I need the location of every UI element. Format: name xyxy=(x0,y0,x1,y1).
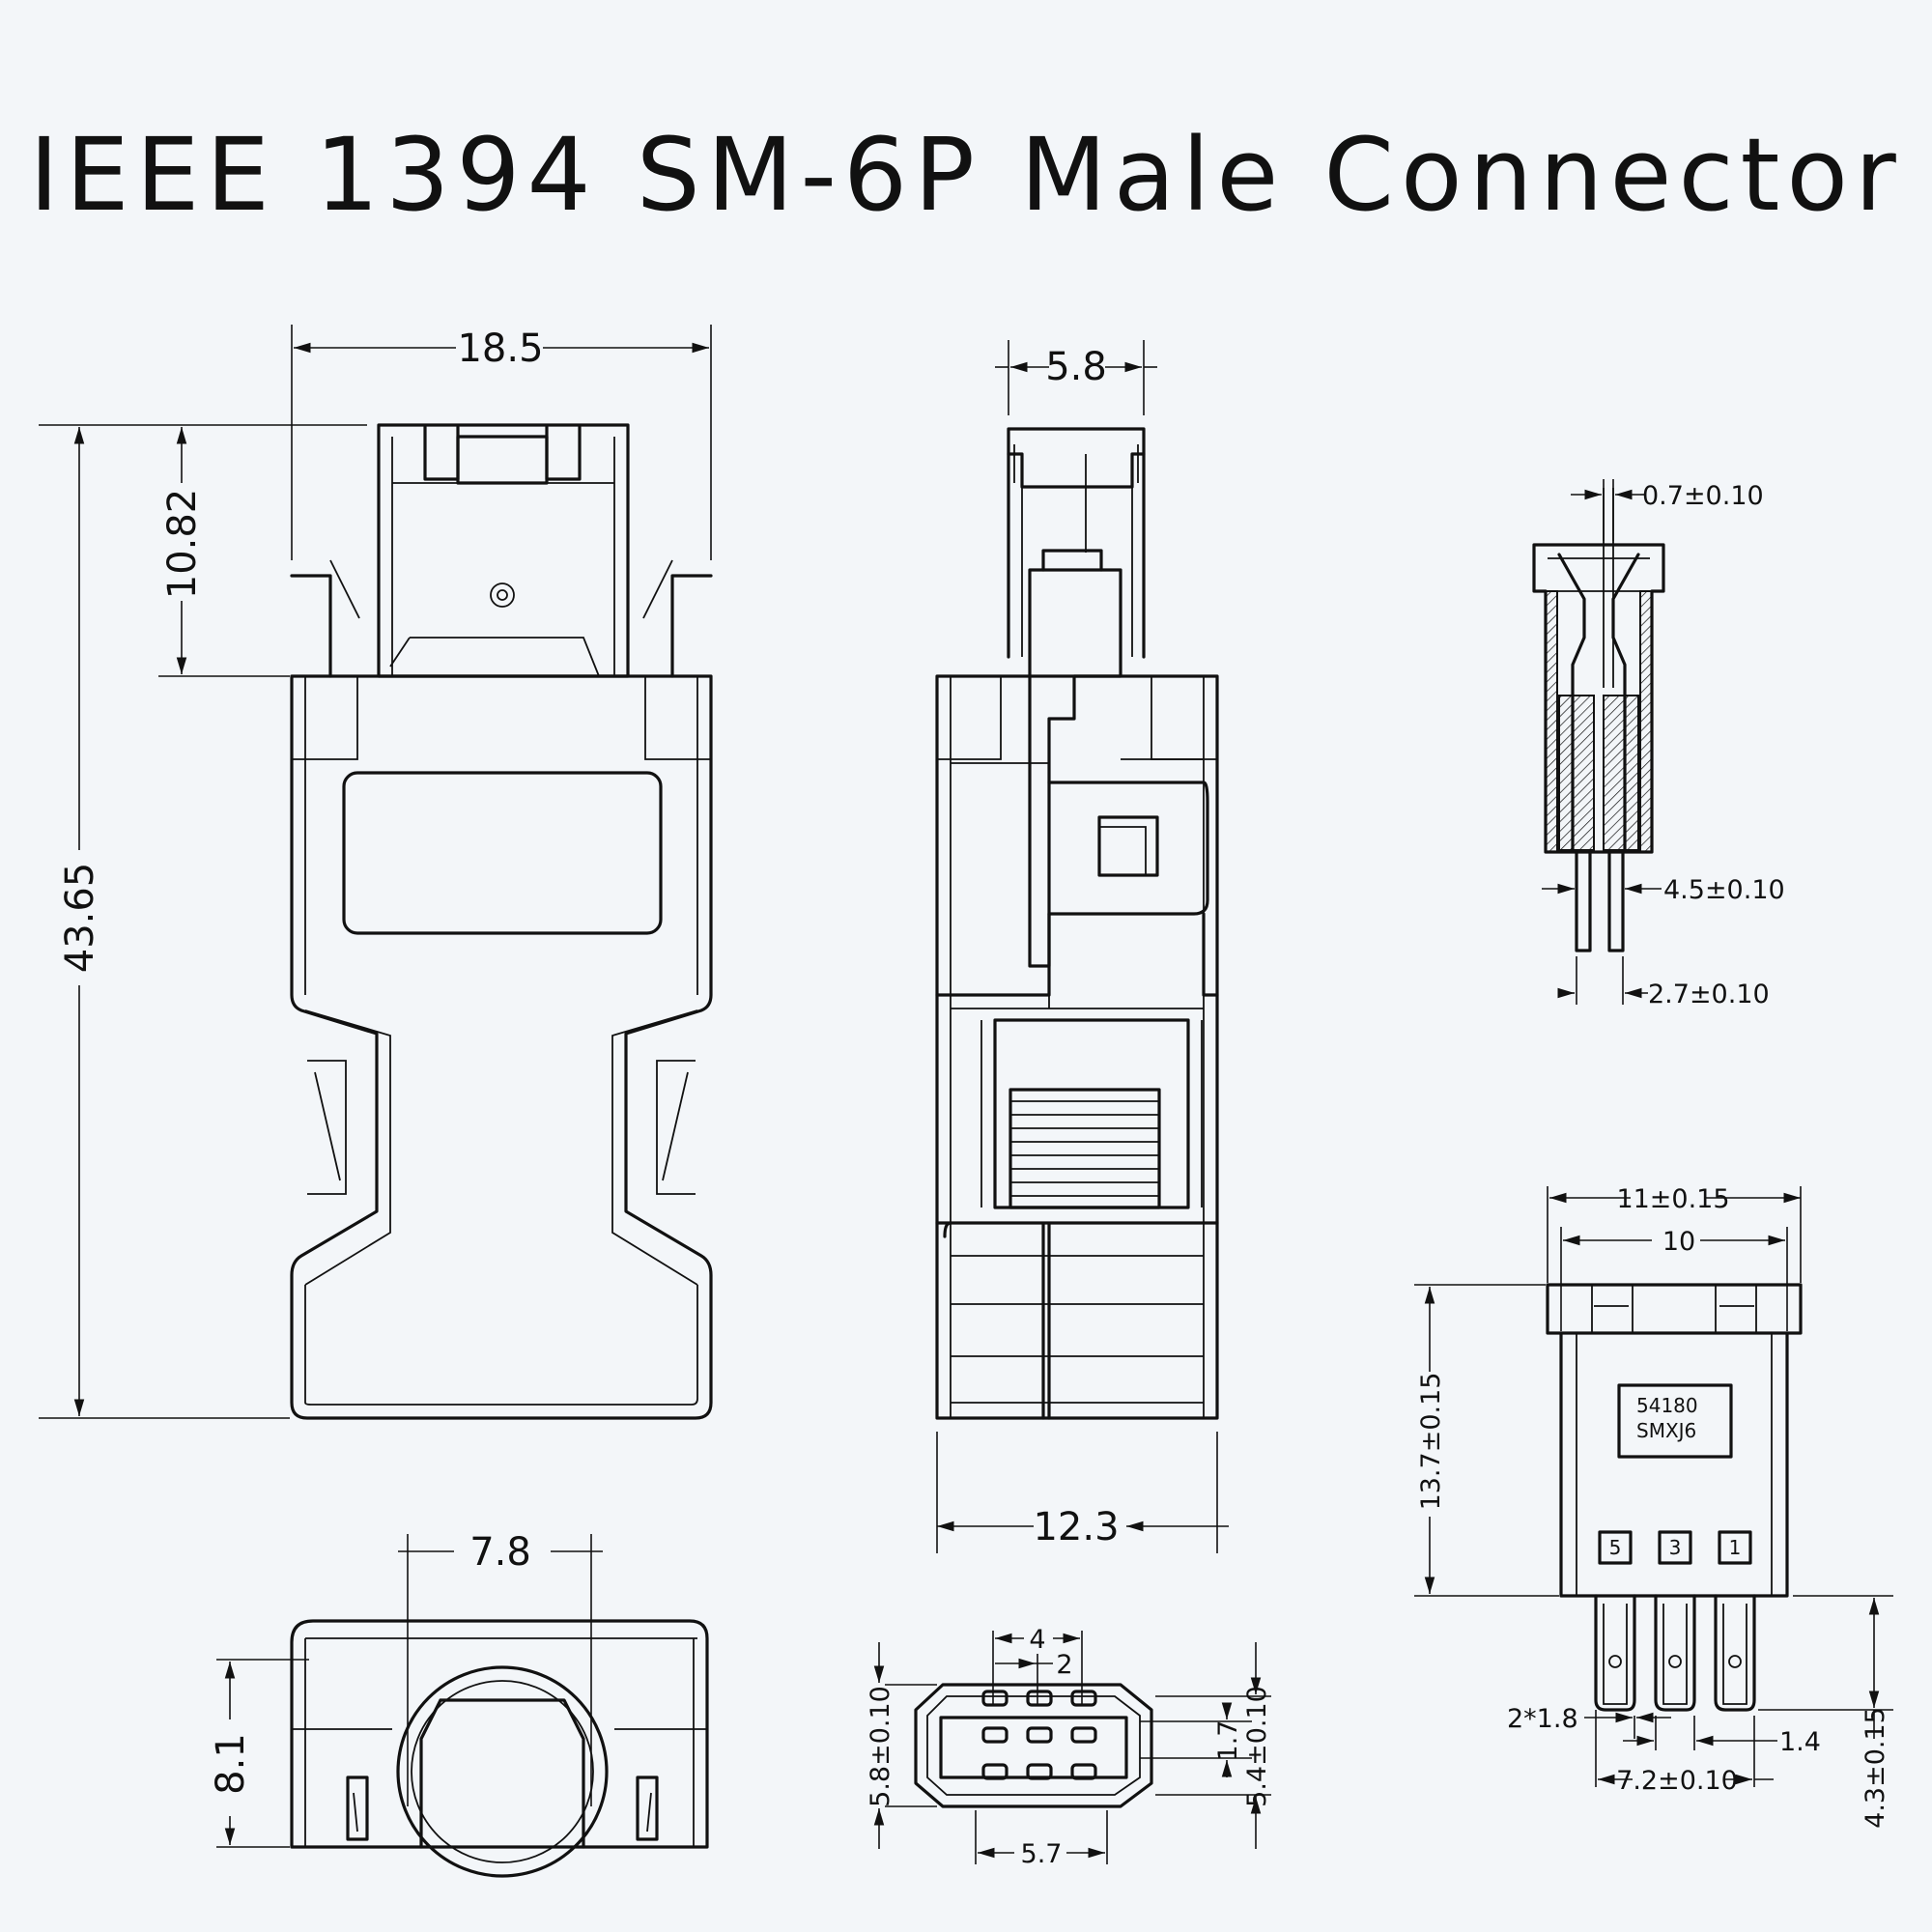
dim-pin-pitch-2: 2 xyxy=(1056,1650,1072,1680)
dim-pcb-height: 13.7±0.15 xyxy=(1416,1373,1446,1511)
dim-front-width: 18.5 xyxy=(457,327,543,371)
face-pin xyxy=(1026,1763,1053,1780)
dim-top-height: 10.82 xyxy=(160,489,205,600)
dim-contact-pitch: 4.5±0.10 xyxy=(1663,875,1785,905)
marking-line1: 54180 xyxy=(1636,1394,1698,1417)
dim-face-width: 5.7 xyxy=(1021,1839,1063,1869)
pcb-tabs xyxy=(1594,1594,1756,1712)
dim-end-height: 8.1 xyxy=(209,1733,253,1795)
pin-label-5: 5 xyxy=(1598,1530,1633,1565)
marking-line2: SMXJ6 xyxy=(1636,1419,1696,1442)
face-view: 4 2 5.8±0.10 5.4±0.10 1.7 5.7 xyxy=(866,1625,1272,1869)
dim-contact-tail: 2.7±0.10 xyxy=(1648,980,1770,1009)
dim-tab-width: 2*1.8 xyxy=(1507,1704,1578,1734)
dim-pin-row: 1.7 xyxy=(1213,1720,1243,1762)
dim-end-opening: 7.8 xyxy=(469,1530,531,1575)
dim-pin-pitch-4: 4 xyxy=(1029,1625,1045,1655)
front-view: 18.5 10.82 43.65 xyxy=(39,325,713,1420)
face-pin xyxy=(1026,1690,1053,1707)
contact-section: 0.7±0.10 4.5±0.10 2.7±0.10 xyxy=(1532,479,1785,1009)
dim-side-width: 12.3 xyxy=(1033,1505,1119,1549)
face-pin xyxy=(1070,1690,1097,1707)
dim-total-height: 43.65 xyxy=(58,863,102,974)
dim-face-height-54: 5.4±0.10 xyxy=(1242,1686,1272,1807)
diagram-title: IEEE 1394 SM-6P Male Connector xyxy=(29,116,1903,234)
dim-tab-gap: 1.4 xyxy=(1779,1727,1821,1757)
dim-pcb-width-11: 11±0.15 xyxy=(1616,1184,1729,1214)
face-pin xyxy=(1026,1726,1053,1744)
face-pin xyxy=(1070,1726,1097,1744)
svg-text:3: 3 xyxy=(1669,1536,1682,1559)
pin-label-1: 1 xyxy=(1718,1530,1752,1565)
face-pin xyxy=(1070,1763,1097,1780)
face-pin xyxy=(981,1690,1009,1707)
svg-text:1: 1 xyxy=(1729,1536,1742,1559)
svg-text:5: 5 xyxy=(1609,1536,1622,1559)
face-pin xyxy=(981,1763,1009,1780)
pcb-view: 54180 SMXJ6 5 3 1 11±0.15 10 13.7±0.15 xyxy=(1414,1184,1893,1829)
face-pins xyxy=(981,1690,1097,1780)
grip-ribs xyxy=(1010,1100,1159,1197)
face-pin xyxy=(981,1726,1009,1744)
dim-side-top-width: 5.8 xyxy=(1045,345,1107,389)
end-view: 7.8 8.1 xyxy=(209,1530,709,1878)
dim-tab-length: 4.3±0.15 xyxy=(1861,1707,1890,1829)
dim-face-height-58: 5.8±0.10 xyxy=(866,1686,895,1807)
dim-contact-gap: 0.7±0.10 xyxy=(1642,481,1764,511)
pin-label-3: 3 xyxy=(1658,1530,1692,1565)
dim-pcb-width-10: 10 xyxy=(1662,1227,1695,1257)
side-view: 5.8 12.3 xyxy=(935,340,1229,1553)
dim-tab-span: 7.2±0.10 xyxy=(1616,1766,1738,1796)
